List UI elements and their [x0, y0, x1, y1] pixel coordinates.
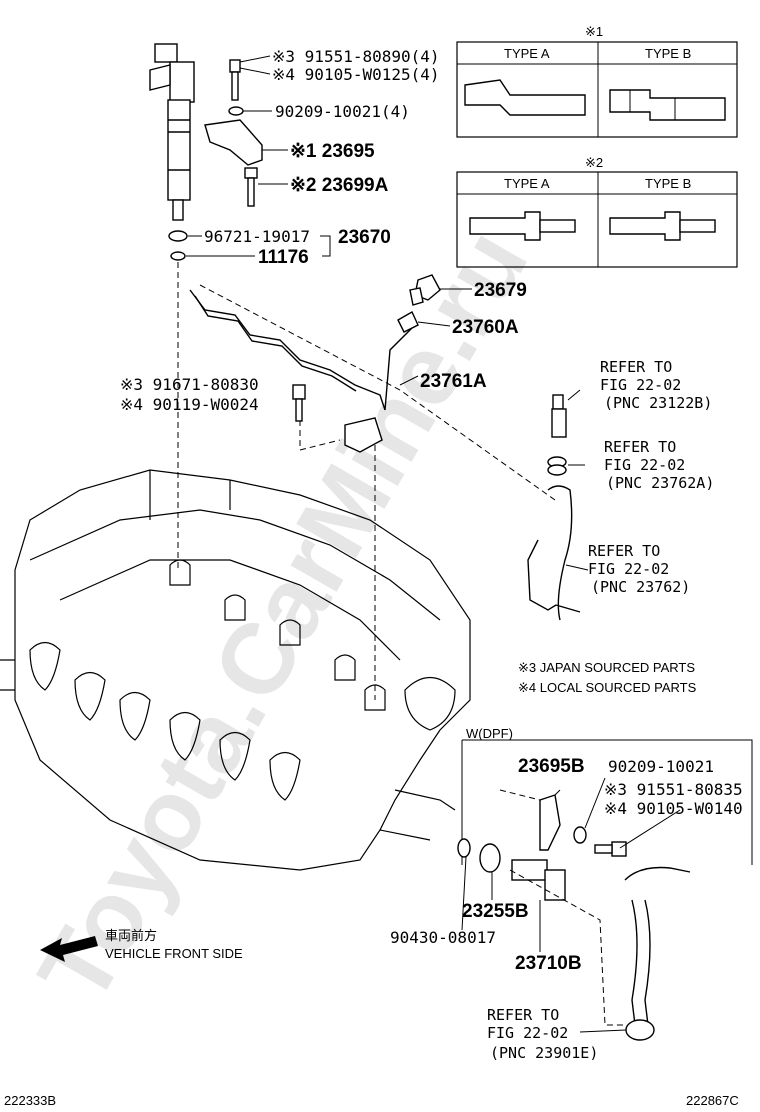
- type-table-2: ※2 TYPE A TYPE B: [456, 155, 738, 268]
- oring-96721: [168, 230, 188, 242]
- ref1-line3: (PNC 23122B): [604, 394, 712, 412]
- engine-block: [0, 469, 471, 871]
- leak-pipe-23761a: [189, 289, 386, 411]
- callout-23695: ※1 23695: [290, 141, 375, 162]
- callout-23710b: 23710B: [515, 953, 582, 974]
- callout-90105-w0125: ※4 90105-W0125(4): [272, 65, 440, 84]
- gasket-23255b: [479, 843, 501, 873]
- ref4-line2: FIG 22-02: [487, 1024, 568, 1042]
- table1-mark: ※1: [585, 24, 603, 39]
- ref3-line2: FIG 22-02: [588, 560, 669, 578]
- callout-23760a: 23760A: [452, 317, 519, 338]
- note-local-sourced: ※4 LOCAL SOURCED PARTS: [518, 680, 697, 695]
- clamp-23695b: [539, 794, 561, 851]
- ref3-line1: REFER TO: [588, 542, 660, 560]
- washer-upper: [228, 106, 244, 116]
- ref2-line3: (PNC 23762A): [606, 474, 714, 492]
- callout-23695b: 23695B: [518, 756, 585, 777]
- callout-90105-w0140: ※4 90105-W0140: [604, 799, 743, 818]
- diagram-code-right: 222867C: [686, 1093, 739, 1108]
- washer-90209-dpf: [573, 826, 587, 844]
- callout-90209-10021-dpf: 90209-10021: [608, 757, 714, 776]
- callout-91671-80830: ※3 91671-80830: [120, 375, 259, 394]
- ref4-line3: (PNC 23901E): [490, 1044, 598, 1062]
- callout-90119-w0024: ※4 90119-W0024: [120, 395, 259, 414]
- front-label-jp: 車両前方: [105, 928, 157, 943]
- gasket-11176: [170, 251, 186, 261]
- type-table-1: ※1 TYPE A TYPE B: [456, 24, 738, 138]
- front-arrow-icon: [40, 936, 98, 962]
- ref2-line1: REFER TO: [604, 438, 676, 456]
- table2-mark: ※2: [585, 155, 603, 170]
- bolt-91551-dpf: [594, 841, 627, 857]
- note-japan-sourced: ※3 JAPAN SOURCED PARTS: [518, 660, 695, 675]
- callout-23761a: 23761A: [420, 371, 487, 392]
- ref4-line1: REFER TO: [487, 1006, 559, 1024]
- callout-23679: 23679: [474, 280, 527, 301]
- ref1-line1: REFER TO: [600, 358, 672, 376]
- injector-23710b: [511, 859, 566, 901]
- callout-90209-10021: 90209-10021(4): [275, 102, 410, 121]
- clamp-23695: [204, 119, 263, 166]
- front-label-en: VEHICLE FRONT SIDE: [105, 946, 243, 961]
- callout-23699a: ※2 23699A: [290, 175, 389, 196]
- injector: [149, 43, 195, 221]
- union-23761a: [344, 417, 383, 453]
- table2-type-a: TYPE A: [504, 176, 550, 191]
- ring-90430: [457, 838, 471, 858]
- bolt-91671: [292, 384, 306, 422]
- table1-type-a: TYPE A: [504, 46, 550, 61]
- dpf-fuel-pipe: [624, 866, 691, 1026]
- collar-23699a: [244, 167, 258, 207]
- callout-91551-80890: ※3 91551-80890(4): [272, 47, 440, 66]
- callout-11176: 11176: [258, 247, 309, 268]
- ref3-line3: (PNC 23762): [591, 578, 690, 596]
- callout-23670: 23670: [338, 227, 391, 248]
- callout-23255b: 23255B: [462, 901, 529, 922]
- callout-91551-80835: ※3 91551-80835: [604, 780, 743, 799]
- table1-type-b: TYPE B: [645, 46, 691, 61]
- bolt-23679: [409, 274, 441, 306]
- bolt-upper: [229, 59, 241, 101]
- dpf-label: W(DPF): [466, 726, 513, 741]
- callout-90430-08017: 90430-08017: [390, 928, 496, 947]
- clip-23760a: [397, 311, 419, 333]
- callout-96721-19017: 96721-19017: [204, 227, 310, 246]
- table2-type-b: TYPE B: [645, 176, 691, 191]
- ref1-line2: FIG 22-02: [600, 376, 681, 394]
- injection-pipe: [527, 394, 581, 621]
- diagram-code-left: 222333B: [4, 1093, 56, 1108]
- ref2-line2: FIG 22-02: [604, 456, 685, 474]
